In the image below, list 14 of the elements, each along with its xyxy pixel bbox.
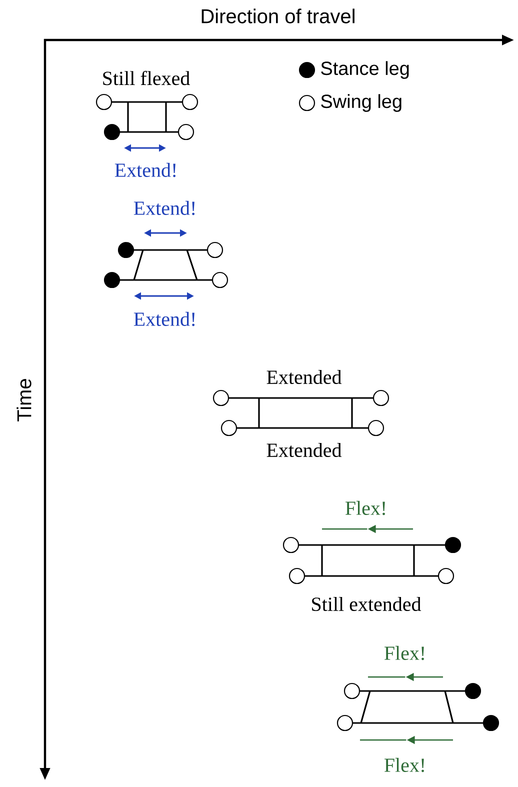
state-label: Extended xyxy=(266,370,342,384)
command-label: Extend! xyxy=(134,200,194,216)
command-label: Flex! xyxy=(384,758,424,772)
state-label: Still flexed xyxy=(103,70,190,86)
command-label: Extend! xyxy=(114,162,176,178)
axis-label: Time xyxy=(16,379,32,422)
axis-label: Direction of travel xyxy=(202,8,354,24)
legend-label: Stance leg xyxy=(321,61,409,79)
state-label: Extended xyxy=(266,442,342,458)
state-label: Still extended xyxy=(312,596,422,612)
command-label: Flex! xyxy=(384,646,424,660)
legend-label: Swing leg xyxy=(321,94,402,112)
command-label: Flex! xyxy=(345,500,385,516)
command-label: Extend! xyxy=(134,312,194,326)
